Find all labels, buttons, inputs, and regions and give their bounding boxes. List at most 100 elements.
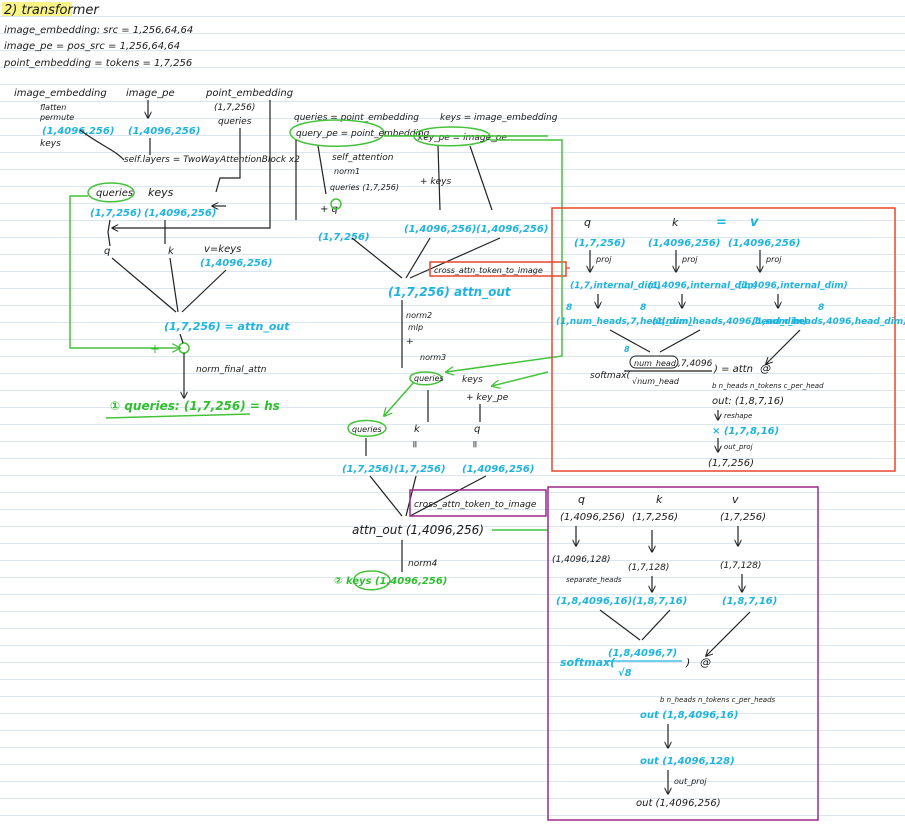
b2-k-shape: (1,7,256) bbox=[632, 512, 678, 523]
keys-shape: (1,4096,256) bbox=[144, 208, 216, 219]
v-equals-keys: v=keys bbox=[204, 244, 241, 255]
v-shape-left: (1,4096,256) bbox=[200, 258, 272, 269]
k2-shape: (1,7,256) bbox=[394, 464, 446, 475]
b1-v-heads: (1,num_heads,4096,head_dim) bbox=[752, 317, 905, 327]
key-pe-arrow bbox=[492, 371, 549, 386]
queries2-label: queries bbox=[352, 425, 382, 434]
attn-out-mid: (1,7,256) attn_out bbox=[388, 285, 512, 300]
b1-v-int: (1,4096,internal_dim) bbox=[738, 281, 848, 291]
b2-k-heads: (1,8,7,16) bbox=[632, 596, 687, 607]
queries-eq-point: queries = point_embedding bbox=[294, 113, 419, 123]
b2-v-heads: (1,8,7,16) bbox=[722, 596, 777, 607]
b1-k-shape: (1,4096,256) bbox=[648, 238, 720, 249]
norm4-label: norm4 bbox=[408, 559, 438, 569]
v1-shape: (1,4096,256) bbox=[476, 224, 548, 235]
queries-circle bbox=[87, 182, 135, 203]
b1-out-proj: out_proj bbox=[724, 443, 753, 451]
b1-out-head: b n_heads n_tokens c_per_head bbox=[712, 382, 824, 390]
image-embedding-shape: (1,4096,256) bbox=[42, 126, 114, 137]
v-to-attn-line bbox=[181, 269, 227, 313]
v2-to-attn-line bbox=[369, 475, 403, 517]
b1-q-to-softmax bbox=[609, 329, 651, 353]
result-hs: ① queries: (1,7,256) = hs bbox=[110, 399, 280, 413]
b1-reshaped: × (1,7,8,16) bbox=[712, 426, 779, 437]
add-circle-q bbox=[330, 198, 342, 210]
query-pe-oval bbox=[289, 119, 385, 147]
b1-v: v bbox=[750, 215, 759, 230]
b1-eq: = bbox=[716, 215, 727, 230]
b2-q-heads: (1,8,4096,16) bbox=[556, 596, 632, 607]
b2-frac-bot: √8 bbox=[618, 667, 632, 679]
add-circle-left bbox=[178, 342, 190, 354]
norm1-label: norm1 bbox=[334, 167, 360, 176]
keys2-label: keys bbox=[462, 375, 483, 385]
b2-q-to-softmax bbox=[599, 609, 641, 641]
cross-i2t-detail-box bbox=[547, 486, 819, 821]
queries-label-top: queries bbox=[218, 117, 252, 127]
plus-q: + q bbox=[320, 204, 338, 215]
permute-label: permute bbox=[39, 113, 74, 122]
keys-to-v-line bbox=[469, 145, 493, 211]
b2-out-proj: out_proj bbox=[674, 777, 707, 786]
green-loop-left bbox=[69, 195, 180, 348]
queries-shape-mid: queries (1,7,256) bbox=[330, 183, 399, 192]
b2-out-b: out (1,4096,128) bbox=[640, 756, 735, 767]
b1-final: (1,7,256) bbox=[708, 458, 754, 469]
plus-mid-small: + bbox=[406, 337, 414, 347]
page-title: 2) transformer bbox=[4, 3, 100, 18]
b1-k-to-softmax bbox=[659, 329, 701, 353]
b2-separate-heads: separate_heads bbox=[566, 576, 622, 584]
b2-q-128: (1,4096,128) bbox=[552, 555, 611, 565]
b2-k: k bbox=[656, 493, 663, 506]
b2-k-to-softmax bbox=[641, 609, 671, 641]
norm2-label: norm2 bbox=[406, 311, 432, 320]
b2-out: out (1,8,4096,16) bbox=[640, 710, 738, 721]
b1-frac-rest: ,7,4096 bbox=[678, 359, 713, 369]
b1-attn: ) = attn bbox=[713, 364, 753, 375]
b2-q-shape: (1,4096,256) bbox=[560, 512, 625, 523]
b2-final: out (1,4096,256) bbox=[636, 798, 721, 809]
point-embedding-label: point_embedding bbox=[205, 88, 293, 99]
q2-to-attn-line bbox=[409, 475, 487, 517]
queries2-circle bbox=[347, 419, 387, 437]
norm3-label: norm3 bbox=[420, 353, 446, 362]
back-loop-line bbox=[112, 100, 271, 228]
b1-out: out: (1,8,7,16) bbox=[712, 396, 784, 407]
v1-to-cross-line bbox=[409, 237, 501, 279]
self-attention-label: self_attention bbox=[332, 153, 394, 163]
b2-q: q bbox=[578, 493, 585, 506]
queries-mid-circle bbox=[409, 371, 443, 386]
mid-q-line bbox=[317, 145, 327, 195]
b1-k-heads: (1,num_heads,4096,head_dim) bbox=[652, 317, 807, 327]
header-line-2: image_pe = pos_src = 1,256,64,64 bbox=[4, 41, 180, 52]
k1-shape: (1,4096,256) bbox=[404, 224, 476, 235]
plus-key-pe: + key_pe bbox=[466, 393, 509, 403]
ie-to-layers-line bbox=[79, 129, 125, 161]
b2-out-head: b n_heads n_tokens c_per_heads bbox=[660, 696, 776, 704]
b1-k: k bbox=[672, 216, 679, 229]
cross-t2i-box bbox=[429, 261, 567, 277]
b1-split-v: 8 bbox=[818, 303, 824, 313]
b1-v-shape: (1,4096,256) bbox=[728, 238, 800, 249]
b1-frac-split: 8 bbox=[624, 345, 630, 354]
q1-to-cross-line bbox=[351, 237, 403, 279]
keys-label: keys bbox=[148, 186, 174, 199]
eq-mid-2: = bbox=[469, 440, 480, 448]
queries-mid-label: queries bbox=[414, 374, 444, 383]
green-right-loop bbox=[446, 139, 563, 372]
k1-to-cross-line bbox=[405, 237, 431, 279]
flatten-label: flatten bbox=[40, 103, 66, 112]
b2-softmax: softmax( bbox=[560, 656, 616, 669]
b2-close: ) bbox=[685, 656, 690, 669]
mlp-label: mlp bbox=[408, 323, 423, 332]
q-label-left: q bbox=[104, 246, 110, 257]
cross-t2i-detail-box bbox=[551, 207, 896, 472]
image-pe-label: image_pe bbox=[126, 88, 175, 99]
keys-eq-image: keys = image_embedding bbox=[440, 113, 558, 123]
result-keys: ② keys (1,4096,256) bbox=[334, 576, 447, 587]
image-embedding-label: image_embedding bbox=[14, 88, 107, 99]
q2-shape: (1,4096,256) bbox=[462, 464, 534, 475]
keys-final-circle bbox=[353, 570, 391, 591]
